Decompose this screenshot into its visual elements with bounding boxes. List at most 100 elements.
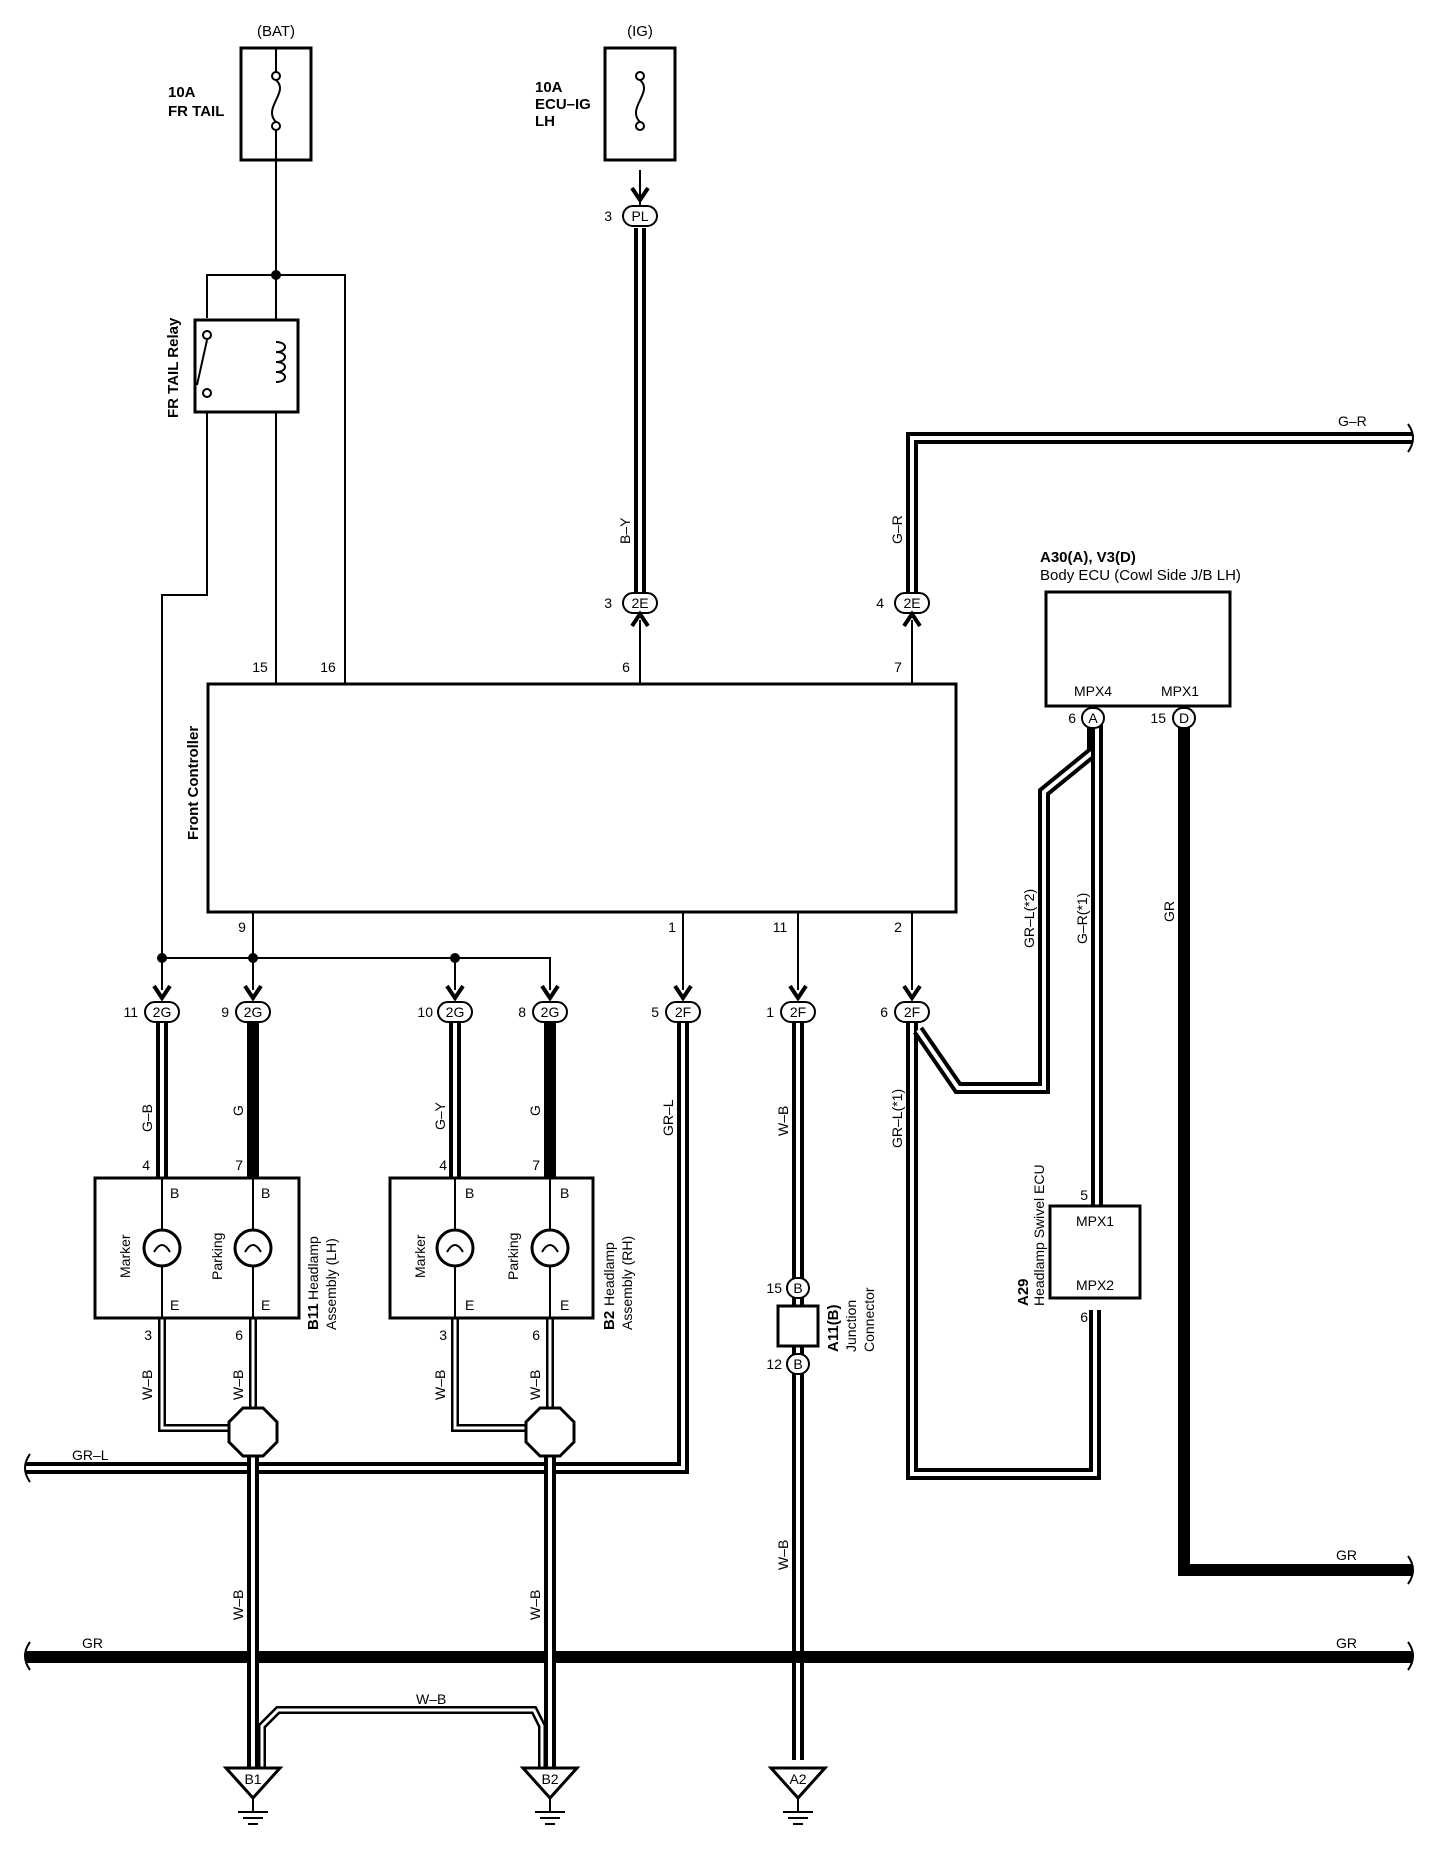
- junction-name2: Connector: [861, 1287, 877, 1352]
- connector-2e-4-pin: 4: [876, 595, 884, 611]
- relay-wiring: [161, 130, 913, 990]
- body-ecu-mpx1: MPX1: [1161, 683, 1199, 699]
- swivel-ecu-name: Headlamp Swivel ECU: [1031, 1164, 1047, 1306]
- headlamp-lh-pin-4: 4: [142, 1157, 150, 1173]
- splice-octagon-lh: [227, 1406, 279, 1458]
- wire-label: W–B: [527, 1370, 543, 1400]
- fuse-ecu-ig-name-2: LH: [535, 113, 555, 130]
- fr-tail-relay: FR TAIL Relay: [165, 317, 300, 418]
- connector-2g-8-pin: 8: [518, 1004, 526, 1020]
- wire-label: W–B: [775, 1540, 791, 1570]
- connector-2f-5: 2F 5: [651, 984, 701, 1023]
- junction-pin-15-code: B: [793, 1280, 802, 1296]
- fuse-fr-tail-rating: 10A: [168, 84, 196, 101]
- wire-label: G: [230, 1105, 246, 1116]
- headlamp-lh-e1: E: [170, 1297, 179, 1313]
- wire-label: GR: [1336, 1547, 1357, 1563]
- wire-label: W–B: [230, 1370, 246, 1400]
- connector-d-code: D: [1179, 710, 1189, 726]
- headlamp-lh-name2: Assembly (LH): [323, 1238, 339, 1330]
- wire-label: W–B: [416, 1691, 446, 1707]
- headlamp-rh-pin-3: 3: [439, 1327, 447, 1343]
- junction-name1: Junction: [843, 1300, 859, 1352]
- fuse-fr-tail-name: FR TAIL: [168, 103, 224, 120]
- connector-2g-11: 2G 11: [123, 984, 180, 1023]
- swivel-ecu-pin-5: 5: [1080, 1187, 1088, 1203]
- connector-2g-11-pin: 11: [123, 1004, 138, 1020]
- connector-2f-6-pin: 6: [880, 1004, 888, 1020]
- junction-pin-12: 12: [766, 1356, 782, 1372]
- headlamp-rh-pin-7: 7: [532, 1157, 540, 1173]
- headlamp-rh-b1: B: [465, 1185, 474, 1201]
- connector-2f-1: 2F 1: [766, 984, 816, 1023]
- connector-2f-6-code: 2F: [904, 1004, 920, 1020]
- relay-name: FR TAIL Relay: [165, 317, 182, 418]
- wire-label: G–R(*1): [1074, 893, 1090, 944]
- headlamp-lh-name1: Headlamp: [305, 1236, 321, 1300]
- wire-wb-rh: [451, 1318, 554, 1432]
- ground-a2-label: A2: [789, 1771, 806, 1787]
- junction-pin-12-code: B: [793, 1356, 802, 1372]
- connector-2g-10-code: 2G: [446, 1004, 465, 1020]
- relay-switch-icon: [196, 339, 208, 386]
- headlamp-rh-marker: Marker: [412, 1234, 428, 1278]
- splice-octagon-rh: [524, 1406, 576, 1458]
- connector-2g-8: 2G 8: [518, 984, 568, 1023]
- wire-labels: B–Y G–R G–R G–B G G–Y G GR–L W–B GR–L(*1…: [72, 413, 1367, 1707]
- headlamp-rh-code: B2: [601, 1311, 618, 1330]
- connector-pl: PL 3: [604, 186, 658, 227]
- connector-a: [1081, 707, 1105, 729]
- connector-2e-3-code: 2E: [631, 595, 648, 611]
- ground-b1: B1: [222, 1766, 284, 1825]
- fc-pin-6: 6: [622, 659, 630, 675]
- fuse-ecu-ig-name: ECU–IG: [535, 96, 591, 113]
- wire-label: G–Y: [432, 1101, 448, 1130]
- connector-pl-pin: 3: [604, 208, 612, 224]
- fuse-icon: [270, 79, 282, 123]
- wire-label: G–R: [1338, 413, 1367, 429]
- headlamp-lh-e2: E: [261, 1297, 270, 1313]
- headlamp-swivel-ecu: MPX1 MPX2 5 6 A29 Headlamp Swivel ECU: [1015, 1164, 1142, 1325]
- splice-point: [248, 953, 258, 963]
- connector-2e-3-pin: 3: [604, 595, 612, 611]
- junction-code: A11(B): [825, 1304, 842, 1352]
- wire-grl-bus: [26, 1022, 689, 1474]
- connector-d-pin: 15: [1150, 710, 1166, 726]
- wire-label: GR–L(*2): [1021, 889, 1037, 948]
- wire-label: GR: [82, 1635, 103, 1651]
- headlamp-rh-b2: B: [560, 1185, 569, 1201]
- headlamp-rh-e2: E: [560, 1297, 569, 1313]
- connector-2g-10: 2G 10: [417, 984, 473, 1023]
- connector-2g-9: 2G 9: [221, 984, 271, 1023]
- connector-2g-8-code: 2G: [541, 1004, 560, 1020]
- headlamp-lh-b1: B: [170, 1185, 179, 1201]
- headlamp-rh-e1: E: [465, 1297, 474, 1313]
- connector-2f-5-code: 2F: [675, 1004, 691, 1020]
- connector-2g-9-pin: 9: [221, 1004, 229, 1020]
- connector-2e-4: 2E 4: [876, 592, 930, 628]
- fc-pin-16: 16: [320, 659, 336, 675]
- swivel-ecu-code: A29: [1015, 1278, 1032, 1306]
- connector-a-pin: 6: [1068, 710, 1076, 726]
- wire-break-markers: [24, 423, 1414, 1671]
- wire-label: W–B: [432, 1370, 448, 1400]
- connector-d: [1172, 707, 1196, 729]
- wire-wb-ground: [247, 1450, 556, 1768]
- headlamp-rh-name2: Assembly (RH): [619, 1236, 635, 1330]
- wire-wb-lh: [158, 1318, 257, 1432]
- bulb-icon: [530, 1228, 570, 1268]
- fc-pin-15: 15: [252, 659, 268, 675]
- connector-2f-1-pin: 1: [766, 1004, 774, 1020]
- wire-label: W–B: [775, 1106, 791, 1136]
- junction-pin-15: 15: [766, 1280, 782, 1296]
- connector-2f-6: 2F 6: [880, 984, 930, 1023]
- headlamp-lh-parking: Parking: [209, 1233, 225, 1280]
- connector-2g-10-pin: 10: [417, 1004, 433, 1020]
- ground-a2: A2: [767, 1766, 829, 1825]
- fc-pin-2: 2: [894, 919, 902, 935]
- wire-label: G–B: [139, 1104, 155, 1132]
- fuse-icon: [634, 79, 646, 123]
- fuse-ecu-ig-source: (IG): [627, 23, 653, 40]
- connector-2g-11-code: 2G: [153, 1004, 172, 1020]
